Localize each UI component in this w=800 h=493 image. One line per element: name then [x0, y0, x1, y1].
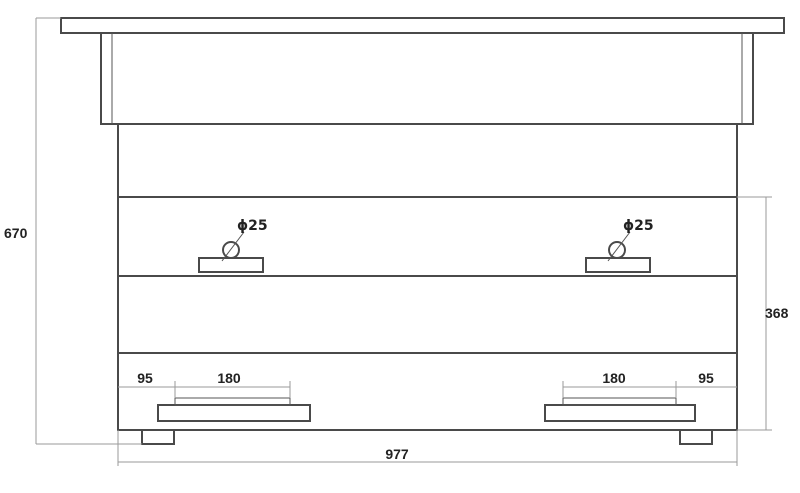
left-length-label: 180: [217, 370, 241, 386]
right-length-label: 180: [602, 370, 626, 386]
left-hole-leader: [221, 231, 245, 262]
right-skid: [544, 404, 696, 422]
top-lid-plate: [60, 17, 785, 34]
left-bracket: [198, 257, 264, 273]
left-hole: [222, 241, 240, 259]
right-foot: [679, 429, 713, 445]
overall-height-label: 670: [4, 225, 28, 241]
left-hole-diameter-label: ϕ25: [237, 218, 268, 234]
section-height-label: 368: [765, 305, 789, 321]
right-skid-top: [562, 397, 677, 406]
right-hole: [608, 241, 626, 259]
right-hole-diameter-label: ϕ25: [623, 218, 654, 234]
left-offset-label: 95: [137, 370, 153, 386]
right-hole-leader: [607, 231, 631, 262]
left-skid-top: [174, 397, 291, 406]
left-foot: [141, 429, 175, 445]
overall-width-label: 977: [385, 446, 409, 462]
right-bracket: [585, 257, 651, 273]
left-skid: [157, 404, 311, 422]
right-offset-label: 95: [698, 370, 714, 386]
upper-housing: [100, 32, 754, 125]
